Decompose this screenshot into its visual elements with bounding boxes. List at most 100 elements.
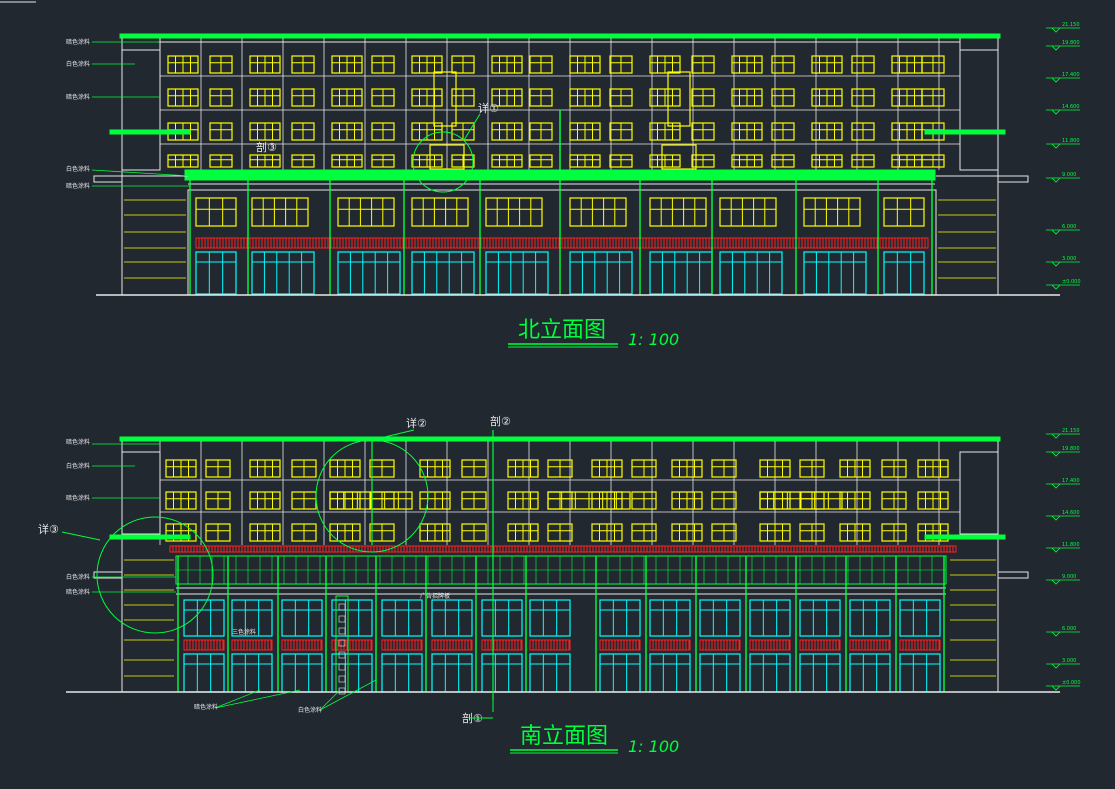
storefront-glass (599, 599, 641, 637)
entrance-arch (429, 144, 465, 170)
level-value: 11.800 (1062, 542, 1080, 548)
level-triangle (1051, 685, 1061, 691)
level-value: 19.800 (1062, 40, 1080, 46)
window (195, 197, 237, 227)
level-triangle (1051, 451, 1061, 457)
south-callouts: 详② 剖② 详③ 剖① (38, 414, 511, 725)
window (803, 197, 861, 227)
level-triangle (1051, 109, 1061, 115)
roof-parapet (119, 33, 1001, 39)
material-label: 白色涂料 (66, 462, 90, 470)
south-elevation-scale: 1: 100 (628, 737, 679, 756)
south-material-labels: 暗色涂料 白色涂料 暗色涂料 白色涂料 暗色涂料 暗色涂料 白色涂料 三色涂料 … (66, 438, 450, 714)
level-value: 3.000 (1062, 658, 1076, 664)
window (411, 197, 469, 227)
level-triangle (1051, 547, 1061, 553)
south-elevation (66, 430, 1060, 711)
level-value: 9.000 (1062, 172, 1076, 178)
stair-window (667, 71, 691, 127)
level-value: ±0.000 (1062, 279, 1081, 285)
side-block (959, 451, 999, 535)
sign-glyph (338, 615, 346, 623)
callout-section-3: 剖③ (256, 140, 277, 154)
side-canopy (924, 129, 1006, 135)
level-value: 9.000 (1062, 574, 1076, 580)
sign-label: 三色涂料 (232, 628, 256, 636)
storefront-glass (183, 599, 225, 637)
north-material-labels: 暗色涂料 白色涂料 暗色涂料 白色涂料 暗色涂料 (66, 38, 90, 190)
level-triangle (1051, 77, 1061, 83)
level-value: 3.000 (1062, 256, 1076, 262)
level-value: 14.600 (1062, 104, 1080, 110)
ledge-block (93, 571, 123, 579)
material-label: 白色涂料 (66, 165, 90, 173)
storefront-glass (411, 251, 475, 295)
level-triangle (1051, 483, 1061, 489)
material-label: 暗色涂料 (194, 703, 218, 711)
level-triangle (1051, 229, 1061, 235)
sign-glyph (338, 675, 346, 683)
label-leader (214, 689, 301, 709)
north-callouts: 详① 剖③ (256, 101, 499, 193)
material-label: 暗色涂料 (66, 494, 90, 502)
north-elevation-scale: 1: 100 (628, 330, 679, 349)
label-leader (319, 689, 341, 711)
window (883, 197, 925, 227)
south-elevation-title: 南立面图 (520, 724, 608, 749)
north-elevation-title: 北立面图 (518, 318, 606, 343)
south-level-markers: 21.15019.80017.40014.60011.8009.0006.000… (1046, 428, 1081, 691)
level-value: 6.000 (1062, 626, 1076, 632)
level-value: 17.400 (1062, 478, 1080, 484)
level-triangle (1051, 631, 1061, 637)
callout-detail-1: 详① (478, 101, 499, 115)
window (719, 197, 777, 227)
material-label: 白色涂料 (66, 60, 90, 68)
material-label: 暗色涂料 (66, 438, 90, 446)
label-leader (214, 689, 261, 709)
material-label: 暗色涂料 (66, 38, 90, 46)
window (569, 197, 627, 227)
level-triangle (1051, 284, 1061, 290)
level-value: 11.800 (1062, 138, 1080, 144)
storefront-glass (699, 599, 741, 637)
storefront-glass (569, 251, 633, 295)
level-triangle (1051, 579, 1061, 585)
storefront-glass (719, 251, 783, 295)
storefront-glass (485, 251, 549, 295)
storefront-glass (749, 599, 791, 637)
storefront-glass (803, 251, 867, 295)
ledge-block (997, 175, 1029, 183)
storefront-glass (529, 599, 571, 637)
north-elevation (91, 33, 1060, 296)
material-label: 暗色涂料 (66, 182, 90, 190)
podium-canopy (184, 169, 936, 181)
level-value: 21.150 (1062, 428, 1080, 434)
stair-window (433, 71, 457, 127)
label-leader (319, 679, 377, 711)
material-label: 暗色涂料 (66, 93, 90, 101)
storefront-glass (195, 251, 237, 295)
ledge-block (997, 571, 1029, 579)
window (649, 197, 707, 227)
storefront-glass (899, 599, 941, 637)
level-value: 14.600 (1062, 510, 1080, 516)
sign-glyph (338, 651, 346, 659)
storefront-glass (883, 251, 925, 295)
sign-glyph (338, 663, 346, 671)
sign-glyph (338, 603, 346, 611)
sign-glyph (338, 627, 346, 635)
side-canopy (109, 534, 191, 540)
storefront-glass (481, 599, 523, 637)
level-triangle (1051, 27, 1061, 33)
label-leader (91, 169, 191, 177)
ledge-block (93, 175, 123, 183)
storefront-glass (849, 599, 891, 637)
sign-label: 广告招牌板 (420, 592, 450, 600)
window (485, 197, 543, 227)
material-label: 白色涂料 (66, 573, 90, 581)
level-value: 21.150 (1062, 22, 1080, 28)
storefront-glass (251, 251, 315, 295)
level-triangle (1051, 45, 1061, 51)
level-triangle (1051, 663, 1061, 669)
